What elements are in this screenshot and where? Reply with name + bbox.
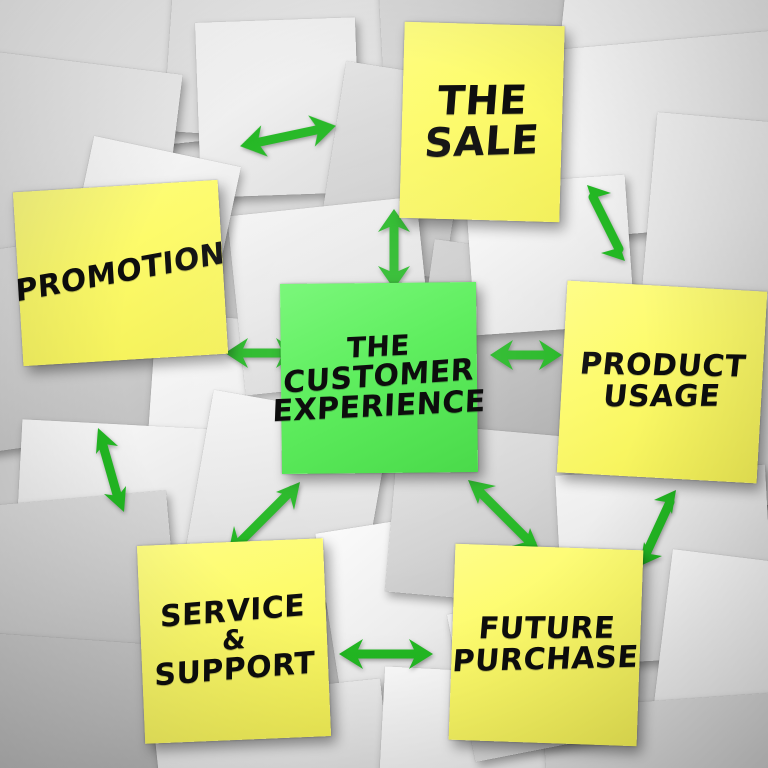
note-the-customer-experience[interactable]: THE CUSTOMER EXPERIENCE [272, 281, 487, 475]
note-service-and-support[interactable]: SERVICE & SUPPORT [136, 538, 332, 744]
note-line: PURCHASE [451, 639, 640, 680]
note-line: SUPPORT [154, 645, 316, 694]
note-product-usage[interactable]: PRODUCT USAGE [556, 280, 768, 484]
note-the-sale[interactable]: THE SALE [399, 21, 565, 223]
note-line: SALE [422, 117, 541, 167]
note-promotion[interactable]: PROMOTION [12, 179, 229, 367]
note-line: PROMOTION [14, 235, 227, 310]
note-line: USAGE [601, 378, 722, 415]
note-line: THE [436, 77, 530, 125]
note-line: EXPERIENCE [272, 383, 487, 430]
note-future-purchase[interactable]: FUTURE PURCHASE [448, 543, 644, 747]
